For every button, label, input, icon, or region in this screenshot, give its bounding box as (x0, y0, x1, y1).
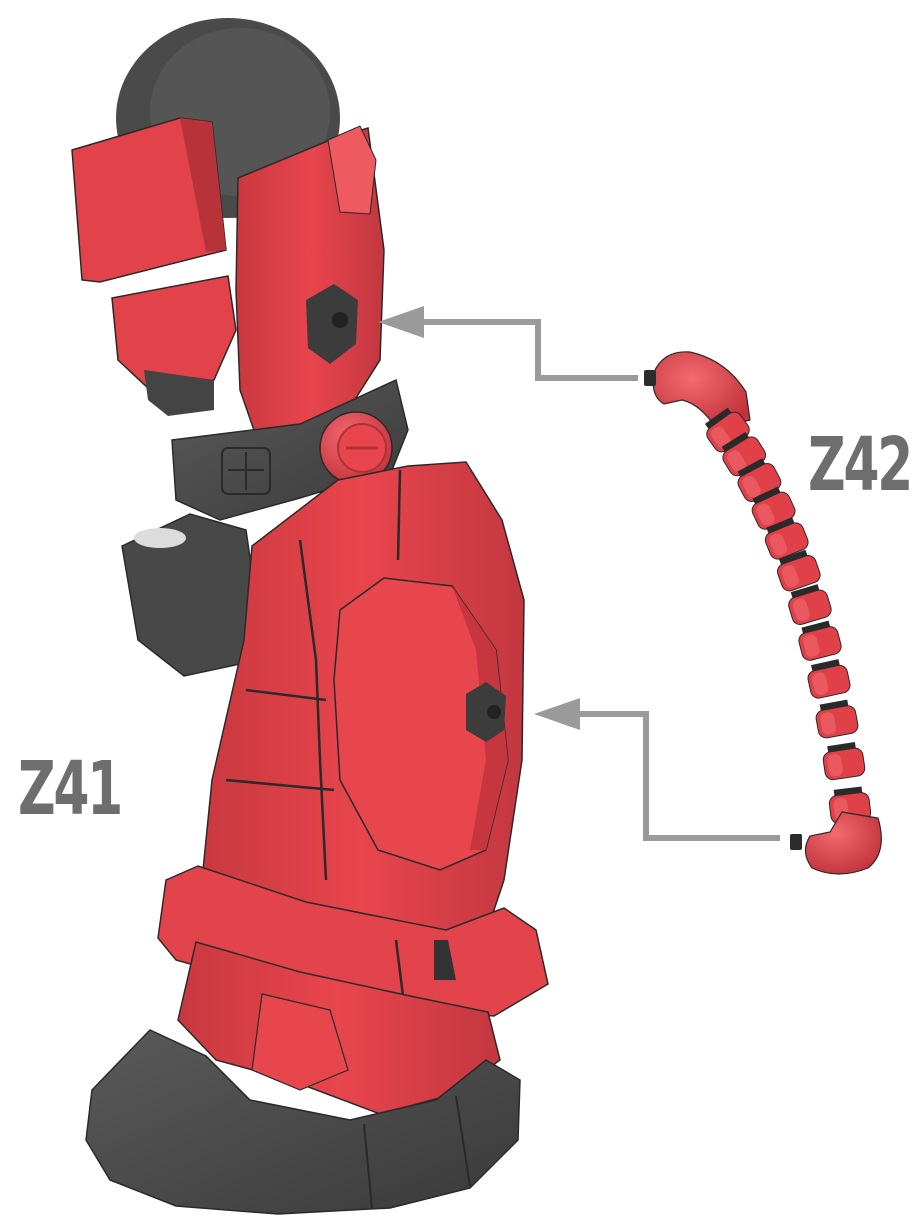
arrow-lower-head (534, 698, 580, 730)
arrow-upper-connector (420, 322, 638, 378)
cable-segment (821, 741, 866, 781)
arrow-upper-head (378, 306, 424, 338)
cable-bottom-elbow (805, 812, 881, 874)
arrow-lower-connector (576, 714, 780, 838)
shoulder-light-edge (134, 528, 186, 548)
part-label-z42: Z42 (808, 428, 911, 502)
cable-segment (814, 699, 859, 740)
part-z41-body (72, 18, 548, 1214)
cable-top-pin (644, 370, 656, 386)
part-label-z41: Z41 (18, 752, 121, 826)
cable-segment (805, 658, 851, 700)
cable-segment (796, 619, 843, 662)
visor-plate-lower (112, 276, 236, 390)
cable-bottom-pin (790, 834, 802, 850)
